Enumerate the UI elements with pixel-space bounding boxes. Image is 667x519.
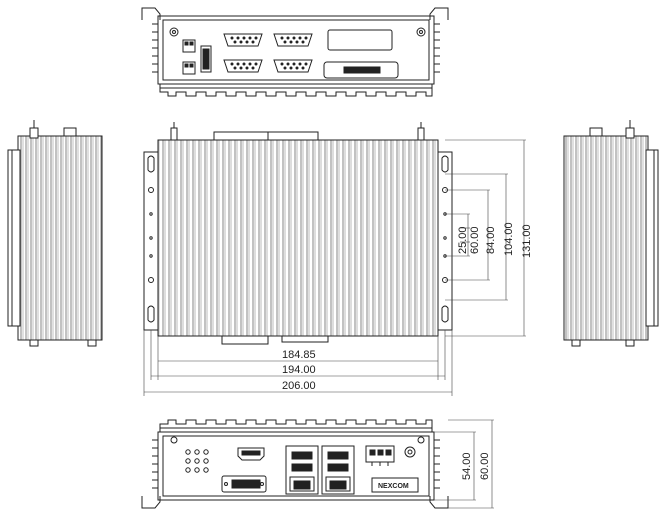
db9-port-4 <box>273 59 313 73</box>
logo-box <box>371 477 419 493</box>
dim-width-overall: 206.00 <box>282 380 316 392</box>
front-panel-view <box>141 419 449 509</box>
left-side-view <box>7 120 103 347</box>
right-side-view <box>563 120 659 347</box>
db9-port-2 <box>273 33 313 47</box>
dim-height-104: 104.00 <box>503 222 515 256</box>
front-dimensions <box>434 419 494 509</box>
vertical-dimensions <box>445 139 526 337</box>
dim-width-inner: 184.85 <box>282 349 316 361</box>
brand-logo: NEXCOM <box>378 483 409 490</box>
main-plan-view <box>143 122 453 345</box>
rear-panel-view <box>141 7 449 97</box>
dim-height-60: 60.00 <box>469 226 481 254</box>
db9-port-3 <box>223 59 263 73</box>
dim-height-131: 131.00 <box>521 224 533 258</box>
led-indicator-grid <box>185 449 209 473</box>
dim-front-54: 54.00 <box>461 452 473 480</box>
db9-port-1 <box>223 33 263 47</box>
usb-lan-stack-2 <box>321 445 355 495</box>
dvi-port <box>221 475 267 493</box>
power-button-icon <box>404 446 416 458</box>
dim-width-mounting: 194.00 <box>282 364 316 376</box>
horizontal-dimensions <box>143 330 453 396</box>
hdmi-port <box>237 447 265 461</box>
dim-height-25: 25.00 <box>457 226 469 254</box>
dim-front-60: 60.00 <box>479 452 491 480</box>
power-terminal <box>365 445 395 466</box>
usb-lan-stack-1 <box>285 445 319 495</box>
dim-height-84: 84.00 <box>485 226 497 254</box>
